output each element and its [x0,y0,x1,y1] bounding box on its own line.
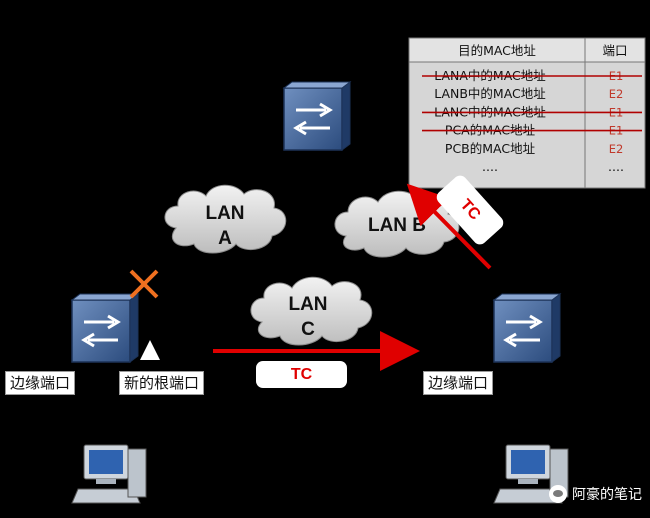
mac-table-row-mac: PCB的MAC地址 [445,141,536,156]
mac-table-row-mac: LANB中的MAC地址 [434,86,546,101]
tc-badge-horizontal: TC [256,361,347,388]
mac-table-row-port: E2 [609,87,624,101]
mac-table-row-port: E2 [609,142,624,156]
mac-table-header-port: 端口 [602,43,627,58]
lan-b-label: LAN B [368,215,426,236]
cloud-lan-c: LAN C [250,276,373,346]
watermark: 阿豪的笔记 [549,484,642,504]
link-failure-cross-icon [129,269,159,299]
new-root-port-label: 新的根端口 [119,371,205,395]
tc-arrow-diagonal [406,183,492,270]
mac-table-row-port: .... [608,159,624,174]
watermark-text: 阿豪的笔记 [572,487,642,503]
new-root-port-pointer [140,340,160,360]
wechat-icon [549,485,567,503]
switch-top-icon [282,80,352,152]
lan-a-line1: LAN [205,203,244,224]
lan-c-line1: LAN [288,294,327,315]
mac-table-row-mac: .... [482,159,498,174]
mac-table-header-mac: 目的MAC地址 [458,43,536,58]
edge-port-left-label: 边缘端口 [5,371,76,395]
switch-right-icon [492,292,562,364]
edge-port-right-label: 边缘端口 [423,371,494,395]
cloud-lan-a: LAN A [164,184,287,254]
lan-a-line2: A [218,228,232,249]
pc-left-icon [71,444,147,504]
lan-c-line2: C [301,319,315,340]
tc-badge-diagonal-text: TC [456,196,484,224]
switch-left-icon [70,292,140,364]
